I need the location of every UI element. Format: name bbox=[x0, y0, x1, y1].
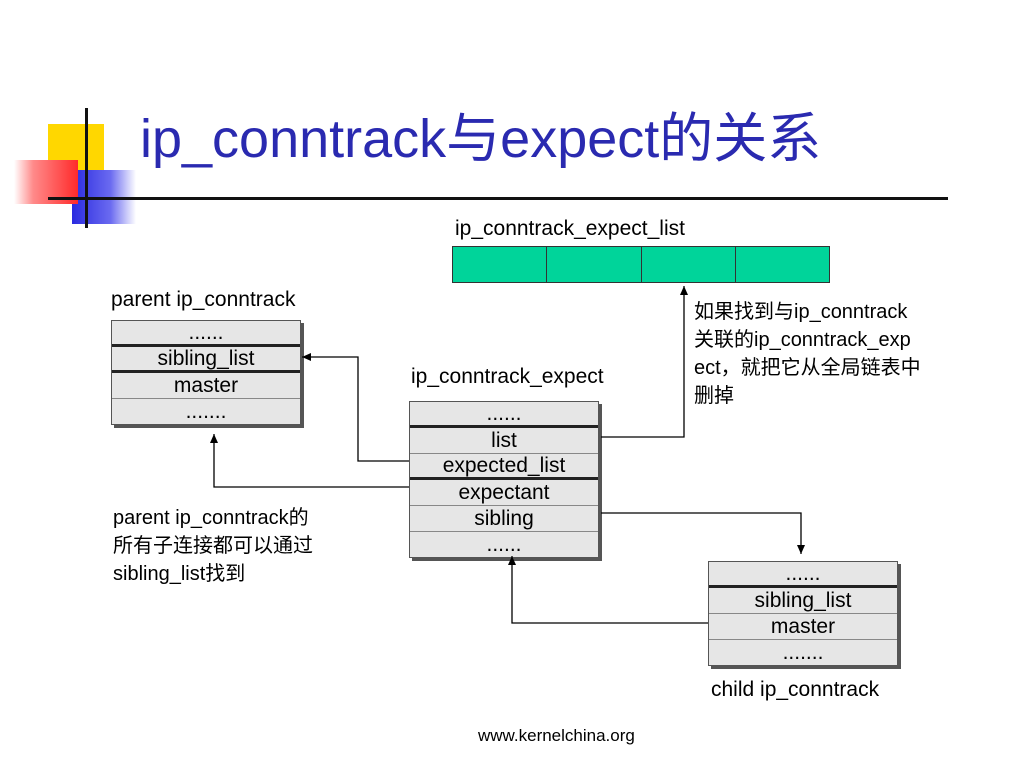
footer-url: www.kernelchina.org bbox=[478, 726, 635, 745]
expect-field-expected-list: expected_list bbox=[410, 454, 598, 480]
expect-field-sibling: sibling bbox=[410, 506, 598, 532]
note-line: 如果找到与ip_conntrack bbox=[694, 301, 908, 323]
child-field: ...... bbox=[709, 562, 897, 588]
expect-field-list: list bbox=[410, 428, 598, 454]
expect-record: ...... list expected_list expectant sibl… bbox=[409, 401, 599, 558]
expect-field-expectant: expectant bbox=[410, 480, 598, 506]
expect-field: ...... bbox=[410, 402, 598, 428]
parent-record: ...... sibling_list master ....... bbox=[111, 320, 301, 425]
expect-list-cell bbox=[734, 247, 829, 282]
child-field: ....... bbox=[782, 641, 824, 664]
expect-label: ip_conntrack_expect bbox=[411, 365, 604, 388]
note-line: 删掉 bbox=[694, 385, 734, 407]
note-line: sibling_list找到 bbox=[113, 563, 246, 585]
child-field-sibling-list: sibling_list bbox=[709, 588, 897, 614]
arrow-expected-list-to-parent-sibling bbox=[302, 353, 409, 462]
child-record: ...... sibling_list master ....... bbox=[708, 561, 898, 666]
note-remove-from-list: 如果找到与ip_conntrack 关联的ip_conntrack_exp ec… bbox=[694, 298, 921, 410]
parent-label: parent ip_conntrack bbox=[111, 288, 296, 311]
title-underline bbox=[48, 197, 948, 200]
expect-field: ...... bbox=[486, 533, 522, 556]
logo-square-red bbox=[14, 160, 78, 204]
expect-list-label: ip_conntrack_expect_list bbox=[455, 217, 685, 240]
note-line: parent ip_conntrack的 bbox=[113, 507, 309, 529]
parent-field-sibling-list: sibling_list bbox=[112, 347, 300, 373]
parent-field-master: master bbox=[112, 373, 300, 399]
note-line: 关联的ip_conntrack_exp bbox=[694, 329, 911, 351]
expect-list-bar bbox=[452, 246, 830, 283]
expect-list-cell bbox=[546, 247, 640, 282]
note-line: 所有子连接都可以通过 bbox=[113, 535, 313, 557]
parent-field: ....... bbox=[185, 400, 227, 423]
arrow-sibling-to-child bbox=[601, 512, 805, 554]
title-vertical-rule bbox=[85, 108, 88, 228]
note-sibling-list: parent ip_conntrack的 所有子连接都可以通过 sibling_… bbox=[113, 504, 313, 588]
slide-title: ip_conntrack与expect的关系 bbox=[140, 109, 822, 169]
note-line: ect，就把它从全局链表中 bbox=[694, 357, 921, 379]
arrow-child-master-to-expect bbox=[508, 556, 708, 624]
child-label: child ip_conntrack bbox=[711, 678, 880, 701]
parent-field: ...... bbox=[112, 321, 300, 347]
child-field-master: master bbox=[709, 614, 897, 640]
arrow-expectant-to-parent bbox=[210, 434, 409, 488]
arrow-list-to-expect-list bbox=[601, 286, 688, 438]
expect-list-cell bbox=[640, 247, 735, 282]
